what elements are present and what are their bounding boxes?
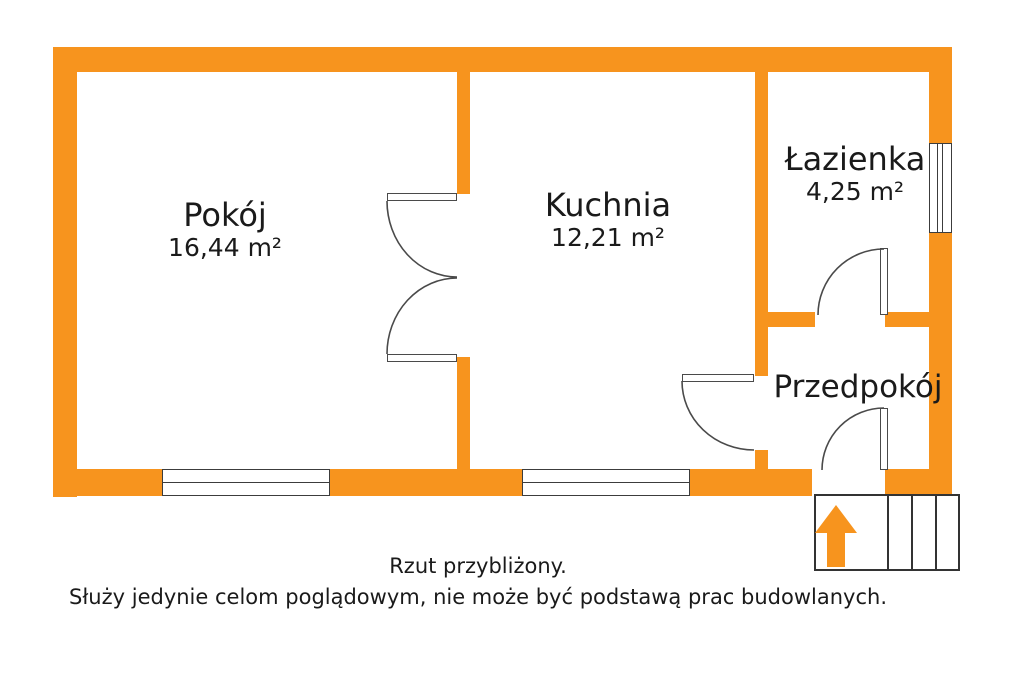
wall-bottom-seg-3 (690, 469, 812, 496)
wall-top (53, 47, 952, 72)
wall-bottom-seg-2 (330, 469, 523, 496)
wall-right-bottom (929, 233, 952, 496)
room-label-lazienka: Łazienka 4,25 m² (765, 140, 945, 206)
window-right-lazienka (929, 143, 952, 233)
room-label-pokoj: Pokój 16,44 m² (125, 196, 325, 262)
door-arc-double-top (386, 200, 458, 278)
window-bottom-pokoj (162, 469, 330, 496)
door-arc-entrance (821, 407, 885, 471)
room-name: Pokój (183, 196, 267, 234)
window-pane-line (163, 482, 329, 483)
door-leaf-entrance (880, 408, 888, 470)
room-label-kuchnia: Kuchnia 12,21 m² (518, 186, 698, 252)
wall-lazienka-left (768, 312, 815, 327)
disclaimer: Rzut przybliżony. Służy jedynie celom po… (0, 551, 956, 613)
wall-right-top (929, 47, 952, 143)
wall-pokoj-kuchnia-bottom (457, 357, 470, 470)
wall-kuchnia-przedpokoj-stub (755, 450, 768, 470)
window-pane-line (523, 482, 689, 483)
wall-bottom-seg-1 (53, 469, 163, 496)
stair-step-line (887, 496, 889, 569)
stair-step-line (911, 496, 913, 569)
door-arc-lazienka (817, 248, 885, 316)
wall-pokoj-kuchnia-top (457, 72, 470, 194)
double-door-leaf-bottom (387, 354, 457, 362)
window-pane-line (937, 144, 938, 232)
room-label-przedpokoj: Przedpokój (762, 370, 954, 405)
room-area: 12,21 m² (551, 222, 665, 252)
double-door-leaf-top (387, 193, 457, 201)
room-name: Łazienka (784, 140, 926, 178)
window-pane-line (942, 144, 943, 232)
wall-kuchnia-przedpokoj (755, 72, 768, 376)
door-leaf-kuchnia-przedpokoj (682, 374, 754, 382)
wall-left (53, 47, 77, 497)
room-area: 4,25 m² (806, 176, 904, 206)
door-arc-kuchnia-przedpokoj (681, 380, 755, 451)
stair-step-line (935, 496, 937, 569)
window-bottom-kuchnia (522, 469, 690, 496)
room-name: Przedpokój (773, 369, 943, 405)
disclaimer-line-1: Rzut przybliżony. (389, 554, 567, 578)
disclaimer-line-2: Służy jedynie celom poglądowym, nie może… (69, 585, 887, 609)
room-name: Kuchnia (544, 186, 672, 224)
door-leaf-lazienka (880, 248, 888, 315)
wall-lazienka-right (885, 312, 929, 327)
room-area: 16,44 m² (168, 232, 282, 262)
door-arc-double-bottom (386, 277, 458, 355)
